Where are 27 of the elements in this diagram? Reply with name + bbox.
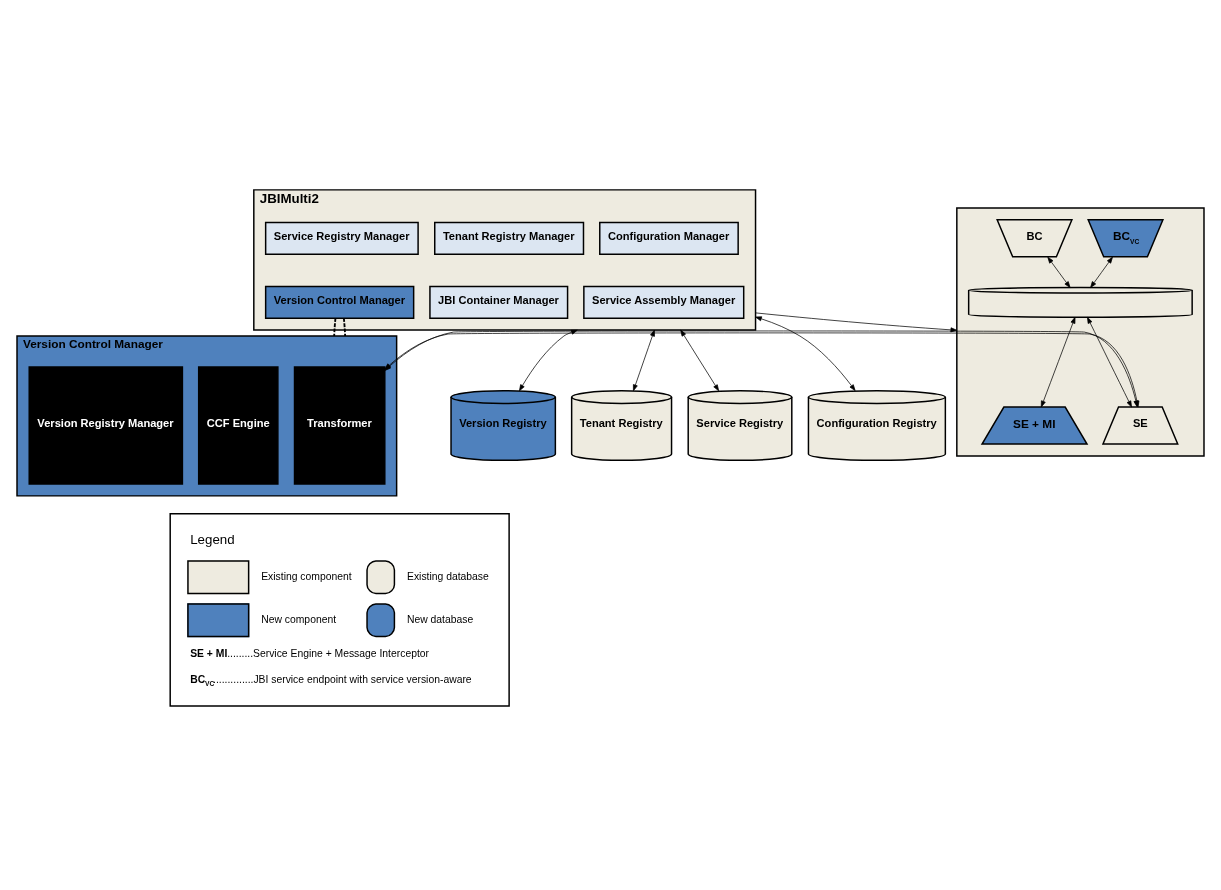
arrow xyxy=(755,312,958,333)
legend-label: New component xyxy=(261,613,337,625)
node-box: Version Registry Manager xyxy=(28,366,184,485)
node-box: JBI Container Manager xyxy=(429,285,569,319)
node-box: Version Control Manager xyxy=(264,285,415,319)
node-box: CCF Engine xyxy=(197,366,279,485)
arrow xyxy=(680,329,720,392)
node-box: Tenant Registry Manager xyxy=(434,221,585,255)
arrow xyxy=(1040,316,1076,408)
legend-label: New database xyxy=(407,613,474,625)
connector xyxy=(333,317,337,337)
legend-label: Existing component xyxy=(261,571,352,583)
arrow xyxy=(755,316,856,391)
arrow xyxy=(1047,256,1071,288)
arrow xyxy=(633,329,655,392)
label: Legend xyxy=(190,532,235,548)
arrow xyxy=(1087,316,1132,408)
node-box: Service Registry Manager xyxy=(264,221,419,255)
label: SE + MI.........Service Engine + Message Interceptor xyxy=(190,647,429,659)
node-box: Configuration Manager xyxy=(599,221,739,255)
cluster xyxy=(956,207,1205,457)
legend-label: Existing database xyxy=(407,571,489,583)
node-box: Transformer xyxy=(293,366,386,485)
connector xyxy=(342,317,347,337)
label: BC$_{VC}$..............JBI service endpoint with service version-aware xyxy=(190,673,472,688)
arrow xyxy=(1090,256,1113,288)
node-box: Service Assembly Manager xyxy=(583,285,745,319)
